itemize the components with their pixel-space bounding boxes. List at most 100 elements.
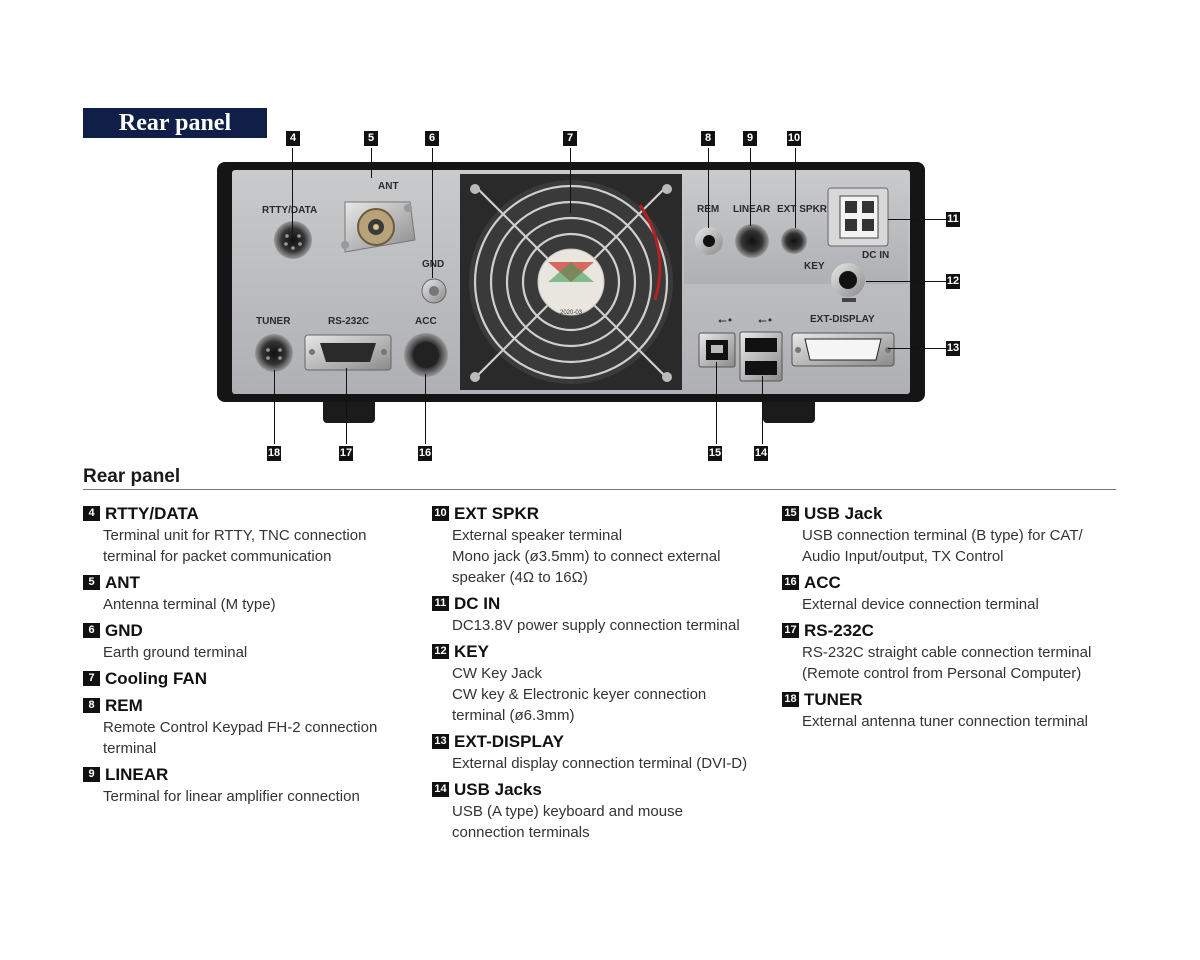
- description-line: USB connection terminal (B type) for CAT…: [802, 527, 1083, 544]
- terminal-item: 16 ACC External device connection terminal: [782, 571, 1112, 615]
- terminal-number: 14: [432, 782, 449, 797]
- leader-16: [425, 374, 426, 444]
- ext-spkr-jack: [781, 228, 807, 254]
- callout-5: 5: [364, 131, 378, 146]
- banner-title: Rear panel: [83, 108, 267, 138]
- terminal-title: Cooling FAN: [105, 669, 207, 688]
- terminal-description: Earth ground terminal: [83, 642, 413, 663]
- description-line: Remote Control Keypad FH-2 connection: [103, 719, 378, 736]
- terminal-number: 18: [782, 692, 799, 707]
- description-line: External antenna tuner connection termin…: [802, 713, 1089, 730]
- description-line: terminal: [103, 740, 157, 757]
- callout-13: 13: [946, 341, 960, 356]
- terminal-heading: 12 KEY: [432, 640, 762, 663]
- callout-18: 18: [267, 446, 281, 461]
- terminal-item: 4 RTTY/DATA Terminal unit for RTTY, TNC co…: [83, 502, 413, 567]
- terminal-title: DC IN: [454, 594, 501, 613]
- label-rs232c: RS-232C: [328, 316, 370, 327]
- terminal-heading: 11 DC IN: [432, 592, 762, 615]
- description-line: CW Key Jack: [452, 665, 543, 682]
- tuner-connector: [255, 334, 293, 372]
- label-acc: ACC: [415, 316, 437, 327]
- terminal-title: RTTY/DATA: [105, 504, 199, 523]
- terminal-number: 10: [432, 506, 449, 521]
- terminal-item: 17 RS-232C RS-232C straight cable connecti…: [782, 619, 1112, 684]
- leader-10: [795, 148, 796, 228]
- terminal-title: RS-232C: [804, 621, 874, 640]
- callout-11: 11: [946, 212, 960, 227]
- terminal-number: 13: [432, 734, 449, 749]
- terminal-description: Remote Control Keypad FH-2 connection ter…: [83, 717, 413, 759]
- linear-connector: [735, 224, 769, 258]
- section-title: Rear panel: [83, 466, 181, 487]
- terminal-title: ACC: [804, 573, 841, 592]
- description-line: Terminal for linear amplifier connection: [103, 788, 360, 805]
- terminal-number: 11: [432, 596, 449, 611]
- description-line: terminal for packet communication: [103, 548, 332, 565]
- terminal-title: KEY: [454, 642, 489, 661]
- leader-17: [346, 368, 347, 444]
- description-line: External device connection terminal: [802, 596, 1039, 613]
- leader-7: [570, 148, 571, 213]
- terminal-title: USB Jacks: [454, 780, 542, 799]
- terminal-heading: 17 RS-232C: [782, 619, 1112, 642]
- description-line: CW key & Electronic keyer connection: [452, 686, 707, 703]
- rtty-data-connector: [274, 221, 312, 259]
- svg-text:⭠•: ⭠•: [718, 314, 733, 327]
- section-divider: [83, 489, 1116, 490]
- terminal-description: External antenna tuner connection termin…: [782, 711, 1112, 732]
- description-line: Audio Input/output, TX Control: [802, 548, 1004, 565]
- terminal-description: RS-232C straight cable connection termin…: [782, 642, 1112, 684]
- fan-sticker-date: 2020-03: [560, 310, 583, 316]
- leader-6: [432, 148, 433, 278]
- terminal-number: 6: [83, 623, 100, 638]
- ext-display-connector: [791, 332, 895, 367]
- terminal-number: 4: [83, 506, 100, 521]
- leader-14: [762, 376, 763, 444]
- leader-18: [274, 370, 275, 444]
- terminal-heading: 9 LINEAR: [83, 763, 413, 786]
- terminal-title: LINEAR: [105, 765, 169, 784]
- callout-6: 6: [425, 131, 439, 146]
- callout-10: 10: [787, 131, 801, 146]
- terminal-title: REM: [105, 696, 143, 715]
- terminal-heading: 10 EXT SPKR: [432, 502, 762, 525]
- terminal-number: 12: [432, 644, 449, 659]
- label-key: KEY: [804, 261, 825, 272]
- terminal-item: 11 DC IN DC13.8V power supply connection t…: [432, 592, 762, 636]
- description-column-1: 4 RTTY/DATA Terminal unit for RTTY, TNC co…: [83, 502, 413, 811]
- leader-9: [750, 148, 751, 226]
- label-ext-display: EXT-DISPLAY: [810, 314, 875, 325]
- dc-in-connector: [827, 187, 889, 247]
- ant-connector: [341, 201, 416, 253]
- terminal-number: 16: [782, 575, 799, 590]
- terminal-number: 9: [83, 767, 100, 782]
- callout-9: 9: [743, 131, 757, 146]
- terminal-number: 15: [782, 506, 799, 521]
- description-line: DC13.8V power supply connection terminal: [452, 617, 740, 634]
- callout-16: 16: [418, 446, 432, 461]
- terminal-title: USB Jack: [804, 504, 883, 523]
- terminal-description: DC13.8V power supply connection terminal: [432, 615, 762, 636]
- terminal-number: 17: [782, 623, 799, 638]
- leader-11: [888, 219, 946, 220]
- terminal-title: EXT SPKR: [454, 504, 540, 523]
- leader-15: [716, 362, 717, 444]
- callout-17: 17: [339, 446, 353, 461]
- usb-b-jack: [698, 332, 736, 368]
- terminal-item: 9 LINEAR Terminal for linear amplifier con…: [83, 763, 413, 807]
